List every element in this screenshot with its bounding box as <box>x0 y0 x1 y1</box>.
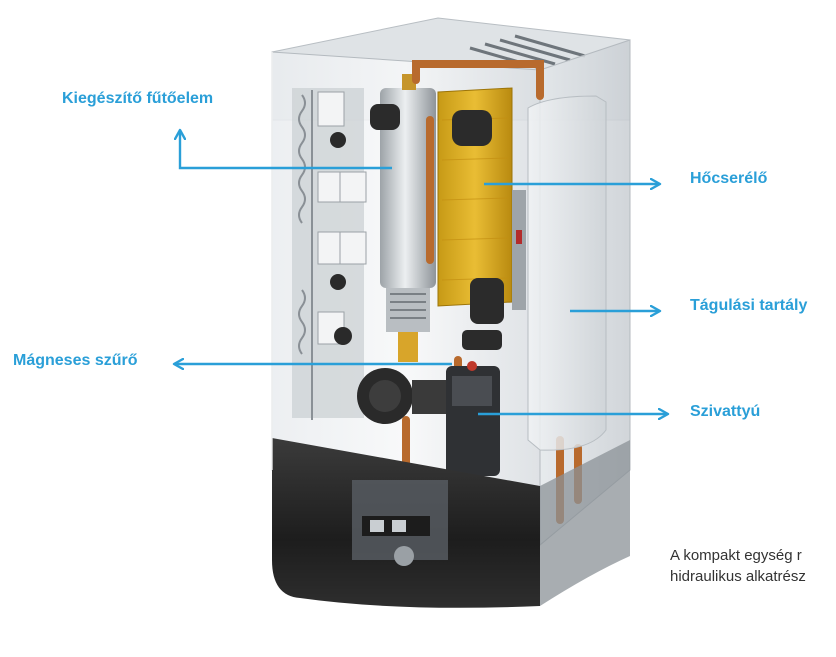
caption-line-2: hidraulikus alkatrész <box>670 568 806 585</box>
label-heat-exchanger: Hőcserélő <box>690 170 768 187</box>
unit-body <box>271 17 631 608</box>
leader-lines <box>174 130 668 414</box>
arrow-heating-element <box>180 130 392 170</box>
label-expansion-tank: Tágulási tartály <box>690 297 808 314</box>
caption-line-1: A kompakt egység r <box>670 547 802 564</box>
label-pump: Szivattyú <box>690 403 761 420</box>
label-magnetic-filter: Mágneses szűrő <box>13 352 138 369</box>
label-heating-element: Kiegészítő fűtőelem <box>62 90 214 107</box>
